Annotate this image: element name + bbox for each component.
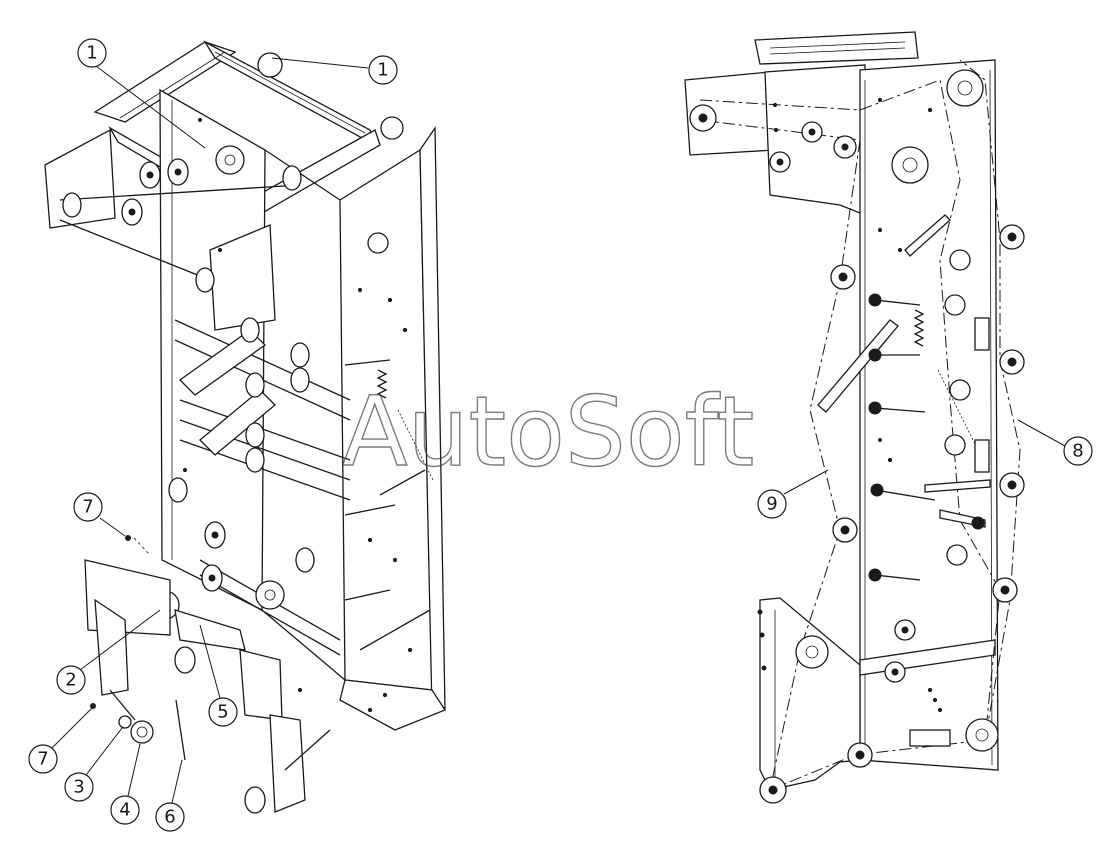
callout-label-4: 4 — [119, 800, 130, 821]
callout-label-3: 3 — [73, 777, 84, 798]
levers-right — [817, 214, 991, 582]
washer-part-3 — [118, 715, 132, 729]
callout-label-7b: 7 — [37, 749, 48, 770]
bolt-part-6 — [175, 699, 186, 761]
front-plate-foot — [339, 679, 446, 731]
guide-plate-1 — [178, 329, 267, 396]
belt-path-inner — [699, 79, 1001, 741]
lower-left-bracket — [759, 597, 861, 791]
side-tab-lower — [974, 439, 990, 473]
tension-spring-right — [913, 309, 925, 347]
callout-label-7a: 7 — [82, 497, 93, 518]
side-tab-upper — [974, 317, 990, 351]
callout-circle-8 — [1063, 436, 1093, 466]
rollers-left — [62, 158, 315, 814]
top-mounting-plate — [754, 31, 919, 65]
lower-bracket-right — [239, 649, 283, 721]
callout-circle-7a — [73, 492, 103, 522]
callout-circle-3 — [64, 772, 94, 802]
callouts: 1 1 7 2 5 7 3 4 6 9 — [28, 38, 1093, 832]
watermark-text: AutoSoft — [342, 376, 754, 488]
callout-label-1a: 1 — [86, 43, 97, 64]
left-bracket-plate — [44, 128, 116, 229]
callout-circle-5 — [208, 697, 238, 727]
nut-part-7-upper — [125, 535, 131, 541]
lower-cross-bar — [174, 609, 246, 651]
callout-circle-9 — [757, 489, 787, 519]
sprockets-right — [795, 69, 999, 752]
nut-part-7-lower — [90, 703, 96, 709]
callout-circle-1b — [368, 55, 398, 85]
rollers-right — [689, 104, 1025, 804]
callout-circle-6 — [155, 802, 185, 832]
callout-label-6: 6 — [164, 807, 175, 828]
callout-circle-4 — [110, 795, 140, 825]
center-plate — [209, 224, 276, 331]
callout-circle-7b — [28, 744, 58, 774]
tension-spring — [376, 369, 388, 399]
main-side-plate — [859, 59, 999, 771]
callout-label-2: 2 — [65, 670, 76, 691]
callout-circle-2 — [56, 665, 86, 695]
drive-chain — [397, 409, 434, 481]
right-assembly — [684, 31, 1025, 804]
top-rail-left — [93, 41, 237, 123]
roller-part-4 — [130, 720, 154, 744]
bottom-tab — [909, 729, 951, 747]
left-assembly — [44, 40, 446, 814]
guide-plate-2 — [199, 389, 276, 456]
lower-arm-right — [269, 714, 306, 813]
callout-label-5: 5 — [217, 702, 228, 723]
callout-label-1b: 1 — [377, 60, 388, 81]
lower-arm-left — [94, 598, 129, 696]
callout-label-8: 8 — [1072, 441, 1083, 462]
callout-circle-1a — [77, 38, 107, 68]
callout-label-9: 9 — [766, 494, 777, 515]
